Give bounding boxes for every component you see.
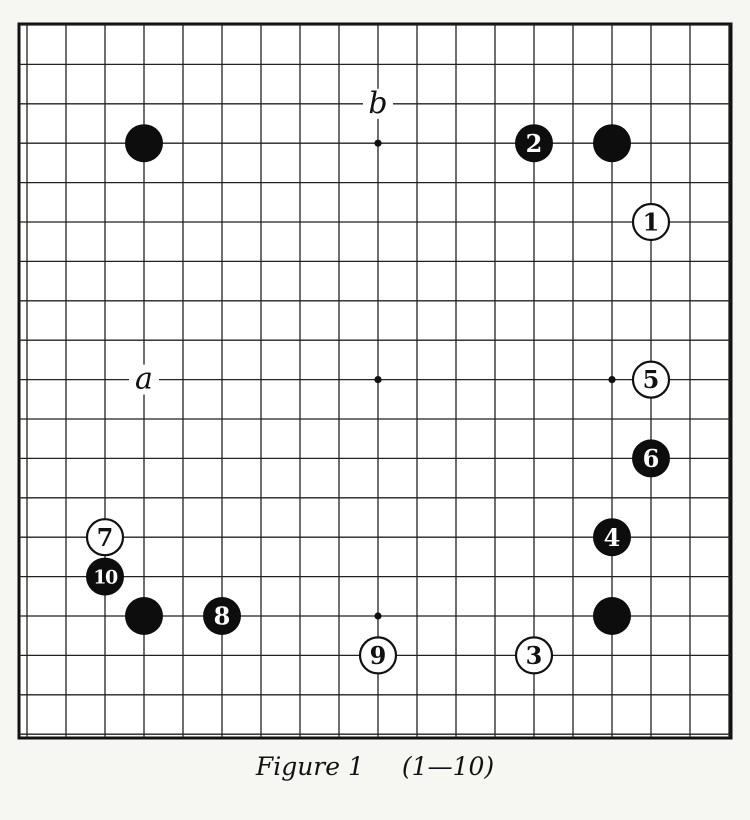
move-number: 6 (643, 444, 660, 473)
figure-move-range: (1—10) (401, 752, 495, 781)
move-number: 4 (604, 523, 621, 552)
black-stone (125, 124, 163, 163)
move-number: 9 (370, 641, 387, 670)
point-labels: ba (129, 86, 393, 397)
black-stone-8: 8 (203, 597, 241, 635)
star-point (374, 139, 382, 147)
stone-disc (593, 124, 631, 163)
stone-disc (631, 360, 671, 399)
point-label-b: b (368, 86, 387, 121)
figure-title: Figure 1 (255, 752, 364, 781)
move-number: 7 (97, 523, 114, 552)
stone-disc (515, 124, 553, 163)
stone-disc (85, 518, 125, 557)
stone-disc (631, 202, 671, 242)
stone-disc (593, 518, 631, 557)
white-stone-3: 3 (514, 636, 554, 675)
point-label-a: a (135, 362, 153, 397)
star-point (374, 376, 382, 384)
stone-disc (203, 597, 241, 635)
black-stone-10: 10 (86, 557, 124, 596)
black-stone (593, 124, 631, 163)
black-stone-6: 6 (632, 439, 670, 478)
white-stone-7: 7 (85, 518, 125, 557)
move-number: 3 (526, 641, 543, 670)
move-number: 1 (643, 208, 660, 237)
black-stone (125, 597, 163, 635)
black-stone-2: 2 (515, 124, 553, 163)
black-stone-4: 4 (593, 518, 631, 557)
stone-disc (632, 439, 670, 478)
label-mask (129, 364, 159, 395)
figure-caption: Figure 1 (1—10) (0, 752, 750, 781)
white-stone-9: 9 (358, 636, 398, 675)
stones: 1 2 3 4 5 6 7 8 9 10 (85, 124, 671, 675)
star-point (374, 612, 382, 620)
move-number: 5 (643, 365, 660, 394)
move-number: 10 (93, 566, 118, 588)
white-stone-1: 1 (631, 202, 671, 242)
black-stone (593, 597, 631, 635)
stone-disc (593, 597, 631, 635)
white-stone-5: 5 (631, 360, 671, 399)
stone-disc (358, 636, 398, 675)
star-point (608, 376, 616, 384)
stone-disc (86, 557, 124, 596)
stone-disc (125, 597, 163, 635)
move-number: 2 (526, 129, 543, 158)
move-number: 8 (214, 602, 231, 631)
stone-disc (514, 636, 554, 675)
label-mask (363, 88, 393, 119)
stone-disc (125, 124, 163, 163)
